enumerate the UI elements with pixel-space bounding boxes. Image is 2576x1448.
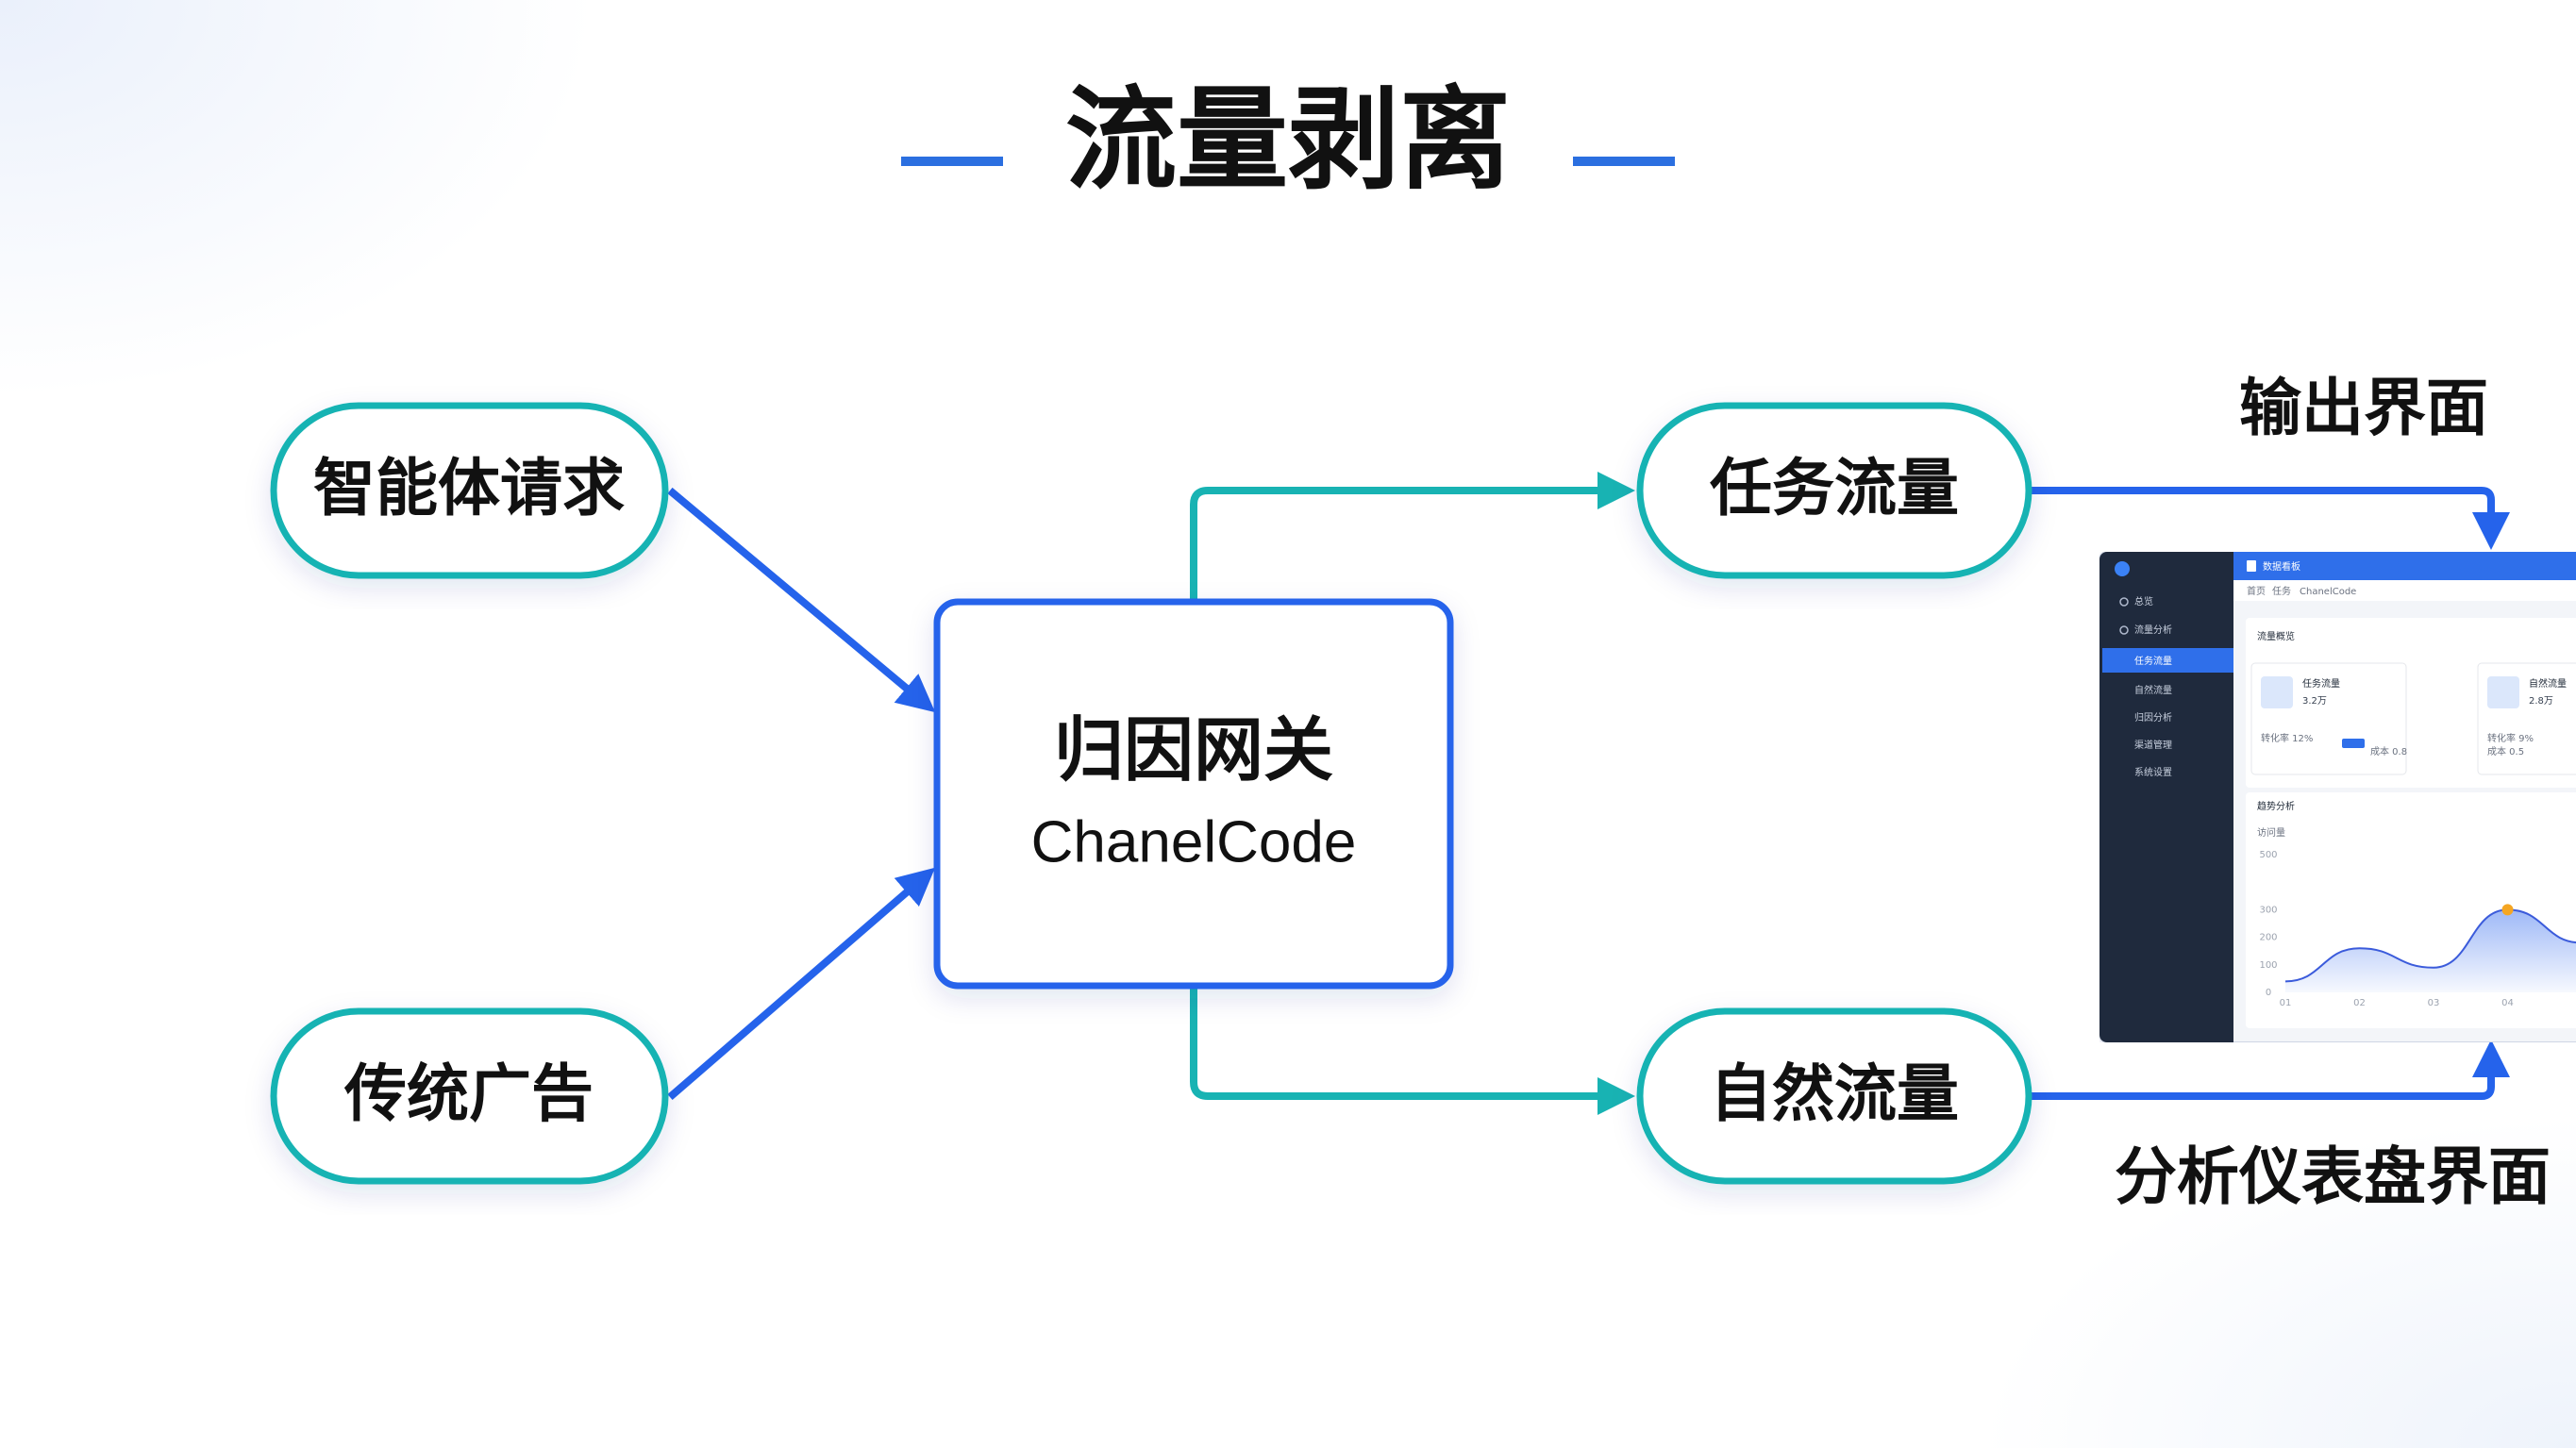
card-natural-value: 2.8万 — [2529, 696, 2553, 707]
y-tick-label: 100 — [2259, 960, 2277, 971]
x-tick-label: 01 — [2280, 998, 2292, 1008]
dashboard-preview: 总览 流量分析 任务流量 自然流量 归因分析 渠道管理 系统设置 数据看板 首页… — [2099, 552, 2576, 1042]
node-traditional-ads: 传统广告 — [270, 1007, 669, 1185]
y-tick-label: 500 — [2259, 850, 2277, 860]
sidebar-item[interactable]: 总览 — [2134, 595, 2153, 607]
card-natural-stat: 转化率 9% — [2487, 732, 2534, 744]
node-traditional-ads-label: 传统广告 — [343, 1057, 594, 1130]
dashboard-logo-icon — [2115, 561, 2130, 576]
sidebar-item[interactable]: 归因分析 — [2134, 711, 2172, 724]
topbar-doc-icon — [2247, 560, 2256, 572]
card-task-stat: 转化率 12% — [2261, 732, 2313, 744]
chart-series-line — [2284, 908, 2576, 983]
sidebar-item[interactable]: 系统设置 — [2134, 766, 2172, 778]
card-natural-stat: 成本 0.5 — [2487, 745, 2524, 757]
gateway-subtitle: ChanelCode — [1031, 809, 1357, 874]
card-task-button[interactable] — [2342, 739, 2365, 748]
sidebar-item-active[interactable] — [2102, 648, 2233, 673]
card-task-title: 任务流量 — [2302, 677, 2340, 690]
annotation-dashboard-interface: 分析仪表盘界面 — [2115, 1140, 2551, 1213]
dashboard-topbar — [2233, 552, 2576, 580]
sidebar-item[interactable]: 任务流量 — [2134, 655, 2172, 667]
chart-unit: 访问量 — [2257, 826, 2285, 839]
x-tick-label: 04 — [2501, 998, 2514, 1008]
node-natural-traffic: 自然流量 — [1636, 1007, 2032, 1185]
arrow-agent-to-gateway — [667, 487, 936, 713]
tab-task[interactable]: 任务 — [2272, 585, 2291, 597]
y-tick-label: 200 — [2259, 933, 2277, 943]
chart-area — [2285, 909, 2576, 992]
topbar-title: 数据看板 — [2263, 560, 2300, 573]
sidebar-home-icon — [2119, 597, 2129, 607]
tab-home[interactable]: 首页 — [2247, 585, 2266, 597]
chart-highlight-point[interactable] — [2501, 904, 2514, 916]
chart-title: 趋势分析 — [2257, 800, 2295, 812]
arrow-natural-to-dashboard — [2029, 1040, 2510, 1100]
x-tick-label: 03 — [2428, 998, 2440, 1008]
gateway-title: 归因网关 — [1054, 710, 1333, 791]
arrow-gateway-to-task — [1190, 472, 1635, 599]
card-natural-icon — [2487, 676, 2519, 708]
tab-chanelcode[interactable]: ChanelCode — [2300, 587, 2356, 597]
y-tick-label: 300 — [2259, 905, 2277, 915]
section-title: 流量概览 — [2257, 630, 2295, 642]
card-task-icon — [2261, 676, 2293, 708]
arrow-gateway-to-natural — [1190, 986, 1635, 1115]
arrow-task-to-output — [2029, 487, 2510, 550]
node-attribution-gateway: 归因网关 ChanelCode — [933, 598, 1454, 990]
node-task-traffic: 任务流量 — [1636, 402, 2032, 579]
title-dash-right — [1573, 157, 1675, 166]
node-agent-request-label: 智能体请求 — [313, 452, 625, 524]
trend-chart-panel — [2246, 792, 2576, 1028]
annotation-output-interface: 输出界面 — [2239, 372, 2488, 444]
node-task-traffic-label: 任务流量 — [1710, 452, 1959, 524]
node-agent-request: 智能体请求 — [270, 402, 669, 579]
card-natural-title: 自然流量 — [2529, 677, 2567, 690]
title-dash-left — [901, 157, 1003, 166]
sidebar-chart-icon — [2119, 625, 2129, 635]
node-natural-traffic-label: 自然流量 — [1710, 1057, 1959, 1130]
y-tick-label: 0 — [2266, 988, 2271, 998]
x-tick-label: 02 — [2353, 998, 2366, 1008]
page-title: 流量剥离 — [1065, 75, 1511, 205]
arrow-ads-to-gateway — [667, 867, 936, 1101]
card-task-stat: 成本 0.8 — [2370, 745, 2407, 757]
sidebar-item[interactable]: 渠道管理 — [2134, 739, 2172, 751]
sidebar-item[interactable]: 自然流量 — [2134, 684, 2172, 696]
card-task-value: 3.2万 — [2302, 696, 2327, 707]
sidebar-item[interactable]: 流量分析 — [2134, 624, 2172, 636]
dashboard-sidebar — [2099, 552, 2233, 1042]
